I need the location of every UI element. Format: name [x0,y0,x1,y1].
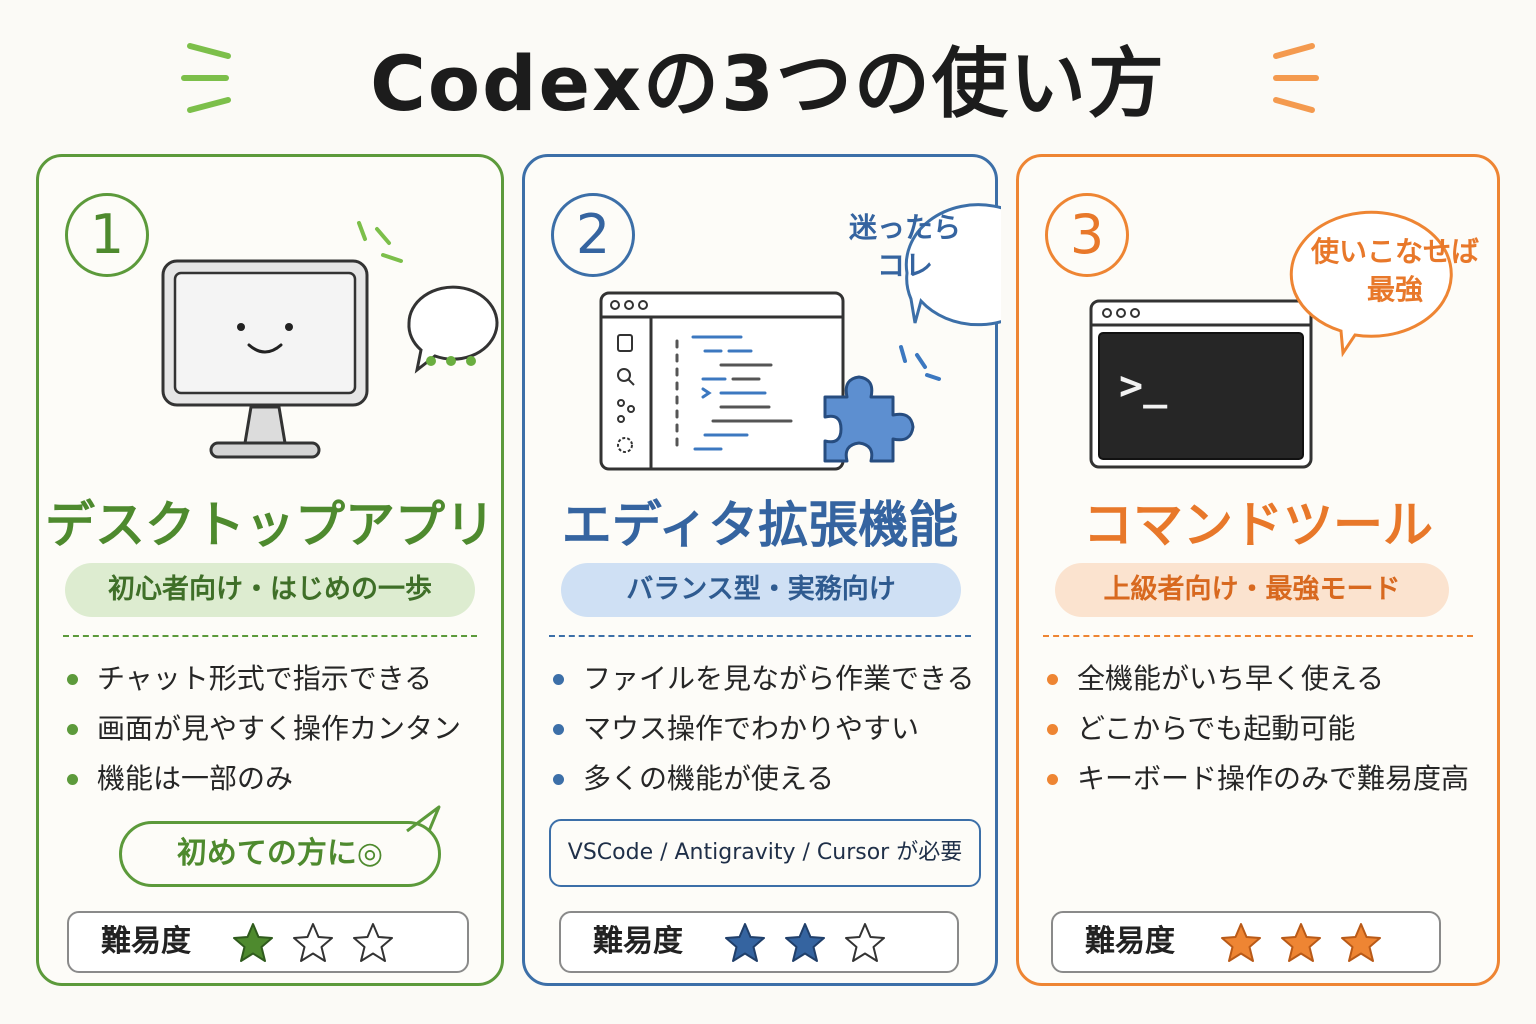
difficulty-box: 難易度 [559,911,959,973]
star-icon [353,923,393,962]
card-number: 2 [551,193,635,277]
page-title: Codexの3つの使い方 [370,39,1166,128]
difficulty-box: 難易度 [1051,911,1441,973]
bullet-dot-icon [553,724,564,735]
card-number: 1 [65,193,149,277]
feature-list: 全機能がいち早く使える どこからでも起動可能 キーボード操作のみで難易度高 [1047,657,1469,807]
terminal-window-icon [1089,210,1453,469]
recommend-note: 初めての方に◎ [119,821,441,887]
bullet-dot-icon [1047,674,1058,685]
bullet-dot-icon [67,774,78,785]
bullet-dot-icon [553,774,564,785]
requirement-box: VSCode / Antigravity / Cursor が必要 [549,819,981,887]
card-editor-extension: 2 迷ったら [522,154,1001,986]
difficulty-box: 難易度 [67,911,469,973]
feature-list: ファイルを見ながら作業できる マウス操作でわかりやすい 多くの機能が使える [553,657,974,807]
card-desktop-app: 1 デスクトップアプリ 初心者向け・はじめの一歩 チャット形式で指示できる 画面… [36,154,504,986]
difficulty-stars [233,923,393,962]
divider [63,635,477,637]
card-tag: 初心者向け・はじめの一歩 [65,563,475,617]
card-tag: バランス型・実務向け [561,563,961,617]
list-item: ファイルを見ながら作業できる [553,657,974,707]
monitor-smiley-icon [161,221,499,459]
star-icon [845,923,885,962]
list-item: 機能は一部のみ [67,757,461,807]
speech-bubble: 迷ったら コレ [848,211,961,282]
card-heading: エディタ拡張機能 [561,496,959,554]
bullet-dot-icon [67,674,78,685]
difficulty-stars [725,923,885,962]
card-command-tool: 3 >_ 使いこなせば 最強 コマンドツール 上級者向け・最強モード 全機能がい… [1016,154,1500,986]
star-icon [725,923,765,962]
star-icon [785,923,825,962]
list-item: 多くの機能が使える [553,757,974,807]
list-item: キーボード操作のみで難易度高 [1047,757,1469,807]
list-item: どこからでも起動可能 [1047,707,1469,757]
difficulty-label: 難易度 [593,924,683,959]
bullet-dot-icon [1047,774,1058,785]
card-number: 3 [1045,193,1129,277]
list-item: チャット形式で指示できる [67,657,461,707]
bullet-dot-icon [67,724,78,735]
feature-list: チャット形式で指示できる 画面が見やすく操作カンタン 機能は一部のみ [67,657,461,807]
speech-bubble: 使いこなせば 最強 [1310,235,1479,306]
list-item: 全機能がいち早く使える [1047,657,1469,707]
terminal-prompt: >_ [1119,363,1168,409]
star-icon [293,923,333,962]
editor-window-icon [599,203,1001,471]
star-icon [1281,923,1321,962]
divider [1043,635,1473,637]
star-icon [1221,923,1261,962]
bullet-dot-icon [553,674,564,685]
list-item: マウス操作でわかりやすい [553,707,974,757]
list-item: 画面が見やすく操作カンタン [67,707,461,757]
sparkle-lines-icon [1273,43,1319,113]
card-heading: コマンドツール [1083,496,1433,554]
card-tag: 上級者向け・最強モード [1055,563,1449,617]
divider [549,635,971,637]
card-heading: デスクトップアプリ [45,496,495,554]
sparkle-lines-icon [181,43,231,113]
star-icon [1341,923,1381,962]
bullet-dot-icon [1047,724,1058,735]
difficulty-label: 難易度 [101,924,191,959]
difficulty-stars [1221,923,1381,962]
difficulty-label: 難易度 [1085,924,1175,959]
star-icon [233,923,273,962]
